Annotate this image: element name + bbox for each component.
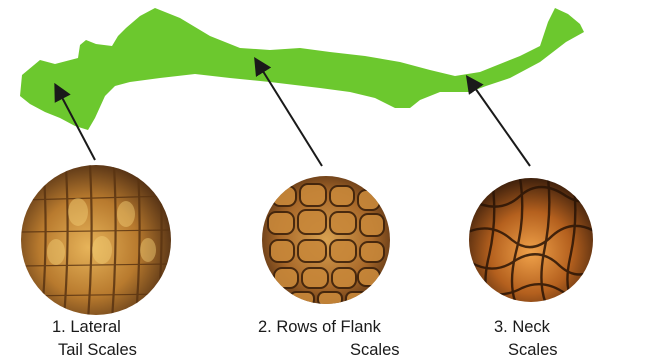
arrow-neck [468, 78, 530, 166]
label-2-line2: Scales [350, 342, 400, 359]
label-3-line2: Scales [508, 342, 558, 359]
label-1-line1: 1. Lateral [52, 319, 121, 336]
crocodile-silhouette [20, 8, 584, 130]
flank-scales-photo [262, 176, 390, 306]
neck-scales-photo [468, 178, 596, 304]
label-3-line1: 3. Neck [494, 319, 550, 336]
label-2-line1: 2. Rows of Flank [258, 319, 381, 336]
label-1-line2: Tail Scales [58, 342, 137, 359]
lateral-tail-scales-photo [21, 165, 171, 320]
